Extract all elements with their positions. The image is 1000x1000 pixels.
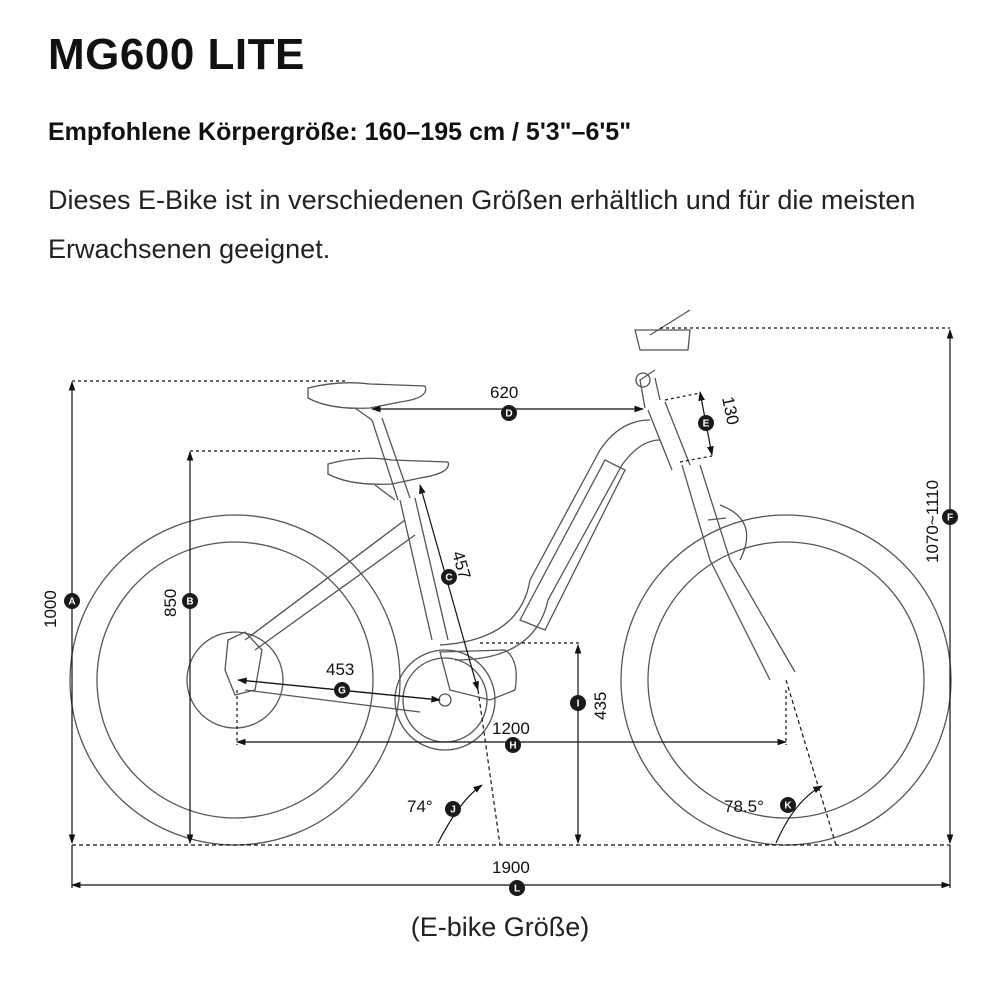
badge-k: K: [780, 797, 796, 813]
fork: [681, 464, 796, 681]
dim-k-value: 78.5°: [724, 797, 764, 816]
dim-b-value: 850: [161, 589, 180, 617]
battery: [519, 459, 626, 631]
svg-text:D: D: [505, 409, 512, 420]
rear-wheel: [69, 514, 401, 846]
svg-text:K: K: [784, 801, 792, 812]
badge-i: I: [570, 695, 586, 711]
dim-a-value: 1000: [41, 590, 60, 628]
svg-text:A: A: [68, 597, 75, 608]
down-tube: [439, 419, 661, 661]
dim-f-value: 1070~1110: [923, 480, 942, 563]
dimension-badges: A B C D E F G H I J K L: [64, 405, 958, 896]
seat-post: [371, 417, 411, 501]
svg-text:E: E: [703, 419, 710, 430]
badge-e: E: [698, 415, 714, 431]
recommended-height: Empfohlene Körpergröße: 160–195 cm / 5'3…: [48, 118, 632, 146]
front-fender: [719, 504, 748, 561]
page-title: MG600 LITE: [48, 30, 305, 79]
svg-text:H: H: [509, 741, 516, 752]
badge-f: F: [942, 509, 958, 525]
saddle-lower: [327, 457, 450, 485]
saddle-upper: [307, 382, 427, 409]
stem: [639, 369, 661, 409]
badge-c: C: [441, 569, 457, 585]
svg-text:J: J: [450, 805, 456, 816]
dimension-values: 1000 850 457 620 130 1070~1110 453 1200 …: [41, 383, 942, 877]
svg-text:G: G: [338, 686, 346, 697]
badge-d: D: [501, 405, 517, 421]
seat-tube: [399, 497, 449, 641]
svg-text:B: B: [186, 597, 193, 608]
svg-text:F: F: [947, 513, 953, 524]
badge-h: H: [505, 737, 521, 753]
dim-h-value: 1200: [492, 719, 530, 738]
dim-i-value: 435: [591, 692, 610, 720]
dim-l-value: 1900: [492, 858, 530, 877]
badge-l: L: [509, 880, 525, 896]
dim-d-value: 620: [490, 383, 518, 402]
seatstay: [244, 519, 416, 651]
badge-b: B: [182, 593, 198, 609]
dim-j-value: 74°: [407, 797, 433, 816]
svg-text:C: C: [445, 573, 452, 584]
description: Dieses E-Bike ist in verschiedenen Größe…: [48, 185, 916, 264]
rear-dropout: [224, 631, 263, 696]
badge-a: A: [64, 593, 80, 609]
dim-g-value: 453: [326, 660, 354, 679]
svg-text:I: I: [577, 699, 580, 710]
diagram-caption: (E-bike Größe): [410, 912, 590, 942]
badge-j: J: [445, 801, 461, 817]
handlebar: [634, 309, 691, 351]
svg-text:L: L: [514, 884, 520, 895]
dim-e-value: 130: [718, 395, 742, 427]
badge-g: G: [334, 682, 350, 698]
head-tube: [647, 401, 691, 471]
